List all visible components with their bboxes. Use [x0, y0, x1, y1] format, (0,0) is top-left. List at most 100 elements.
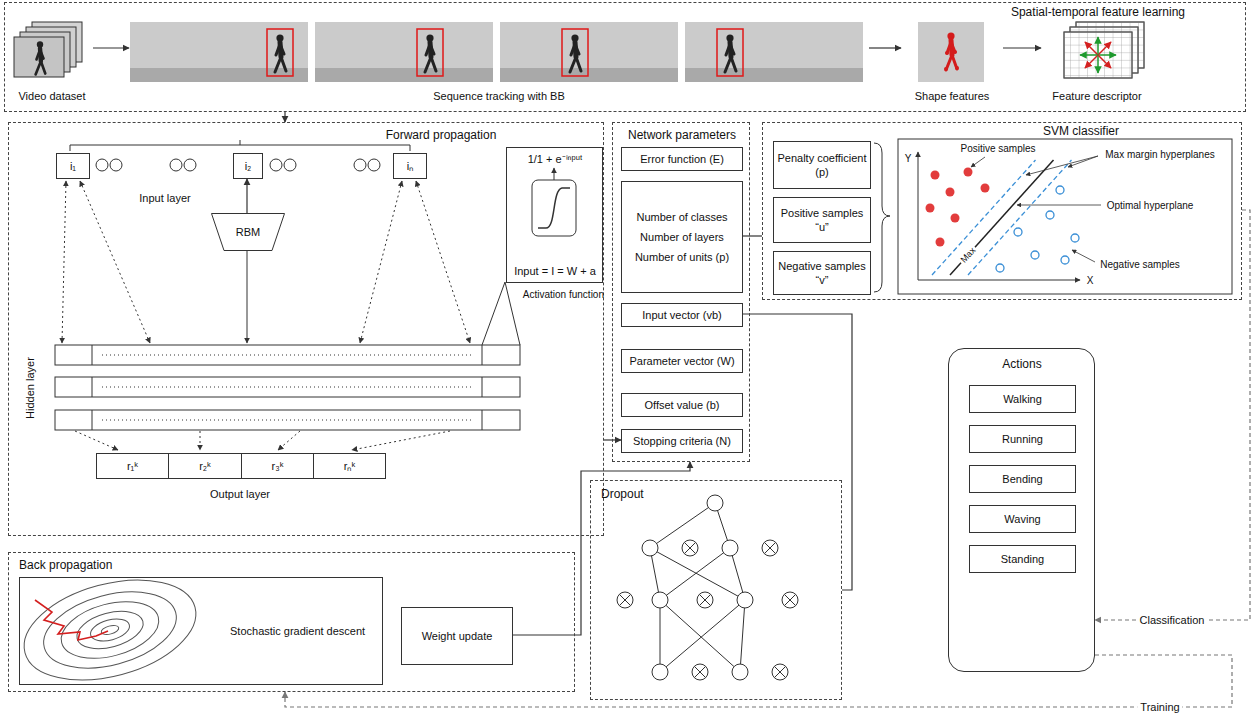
gradient-descent-contours — [13, 563, 207, 697]
node-text: 1/1 + e⁻ⁱⁿᵖᵘᵗ — [528, 152, 583, 166]
gradient-arrows — [1098, 42, 1111, 55]
svm-plot — [1072, 250, 1095, 262]
section-panel: Spatial-temporal feature learningVideo d… — [4, 2, 1246, 112]
svm-brace — [874, 143, 890, 292]
svm-plot — [971, 157, 985, 167]
svm-parameter-box: Negative samples “v” — [773, 251, 871, 295]
dropout-network — [740, 600, 745, 672]
input-layer-bracket — [184, 159, 196, 171]
gradient-descent-contours — [73, 605, 147, 655]
gradient-descent-contours — [55, 592, 165, 668]
gradient-descent-contours — [88, 615, 132, 645]
node-text: Bending — [1002, 472, 1042, 486]
image-group: Video dataset — [11, 19, 93, 103]
svm-plot — [964, 168, 973, 177]
svm-plot — [918, 280, 1080, 281]
output-unit: r₂ᵏ — [168, 453, 242, 479]
action-box: Waving — [969, 505, 1076, 533]
dotted-connections — [200, 431, 201, 450]
edge-label: Training — [1137, 701, 1182, 714]
node-text: i₂ — [245, 159, 252, 173]
illustration — [36, 41, 46, 74]
node-text: Parameter vector (W) — [629, 354, 734, 368]
dropout-network — [617, 495, 798, 680]
svm-plot — [918, 152, 919, 280]
node-text: iₙ — [407, 159, 413, 173]
input-layer-bracket — [170, 159, 182, 171]
node-text: Input = I = W + a — [514, 264, 596, 278]
axis-label: Y — [905, 152, 912, 165]
shape-feature-image — [949, 41, 953, 45]
svm-plot — [1068, 156, 1098, 167]
gradient-descent-contours — [13, 563, 207, 697]
dropout-network — [697, 592, 713, 608]
hidden-layer-bars — [102, 355, 472, 420]
svm-brace — [874, 143, 890, 292]
panel-heading: Spatial-temporal feature learning — [1011, 5, 1185, 19]
node-text: r₁ᵏ — [127, 459, 138, 473]
activation-box: 1/1 + e⁻ⁱⁿᵖᵘᵗInput = I = W + aActivation… — [506, 147, 603, 283]
svm-plot — [898, 139, 1232, 294]
node-text: i₁ — [70, 159, 76, 173]
edge-label: Classification — [1137, 614, 1208, 627]
input-unit: iₙ — [393, 153, 427, 179]
node-text: r₂ᵏ — [199, 459, 211, 473]
dropout-network — [617, 592, 633, 608]
node-text: Stopping criteria (N) — [633, 434, 731, 448]
connector — [743, 314, 852, 590]
dropout-network — [642, 540, 658, 556]
dropout-network — [660, 548, 730, 600]
layer-label: Output layer — [210, 487, 270, 501]
actions-panel: ActionsWalkingRunningBendingWavingStandi… — [948, 348, 1095, 672]
svm-plot — [1056, 186, 1064, 194]
shape-feature-image — [945, 51, 949, 55]
image-group: Feature descriptor — [1041, 19, 1153, 103]
node-text: Actions — [1002, 357, 1041, 371]
parameter-box: Offset value (b) — [621, 393, 743, 417]
dropout-network — [722, 540, 738, 556]
svm-plot — [951, 214, 960, 223]
gradient-arrows — [1085, 42, 1098, 55]
node-text: Number of classes Number of layers Numbe… — [625, 207, 739, 267]
gradient-arrows — [1098, 55, 1111, 68]
svm-plot — [936, 238, 945, 247]
node-text: Input vector (vb) — [642, 308, 721, 322]
node-text: Weight update — [422, 629, 493, 643]
connector — [513, 462, 690, 635]
panel-heading: Back propagation — [19, 558, 112, 572]
parameter-box: Input vector (vb) — [621, 303, 743, 327]
shape-feature-image — [949, 34, 953, 38]
svm-plot — [1031, 251, 1039, 259]
connector — [284, 112, 285, 122]
section-panel: Dropout — [590, 480, 842, 700]
hidden-layer-bars — [92, 345, 482, 430]
svm-plot — [968, 160, 1072, 275]
node-text: rₙᵏ — [344, 459, 355, 473]
tracking-frames — [315, 68, 493, 82]
node-text: Standing — [1001, 552, 1044, 566]
input-layer-bracket — [368, 159, 380, 171]
action-box: Bending — [969, 465, 1076, 493]
plot-annotation: Max margin hyperplanes — [1105, 148, 1215, 161]
tracking-frames — [500, 68, 678, 82]
dotted-connections — [80, 181, 150, 343]
panel-heading: Network parameters — [628, 128, 736, 142]
tracking-frames — [267, 29, 743, 76]
dropout-network — [782, 592, 798, 608]
dotted-connections — [352, 431, 450, 450]
svm-plot — [1046, 211, 1054, 219]
connector — [743, 235, 762, 236]
gradient-arrows — [1080, 37, 1116, 73]
input-layer-bracket — [70, 140, 410, 151]
node-text: Negative samples “v” — [777, 259, 867, 287]
svm-plot — [950, 160, 1054, 275]
gradient-arrows — [1080, 54, 1098, 56]
shape-feature-image — [918, 22, 984, 82]
node-text: Feature descriptor — [1052, 89, 1141, 103]
tracking-frames — [562, 29, 588, 76]
activation-callout — [482, 168, 576, 345]
rbm-arrow — [247, 250, 248, 343]
svm-plot — [931, 171, 940, 180]
panel-heading: Forward propagation — [386, 128, 497, 142]
dropout-network — [650, 503, 745, 672]
